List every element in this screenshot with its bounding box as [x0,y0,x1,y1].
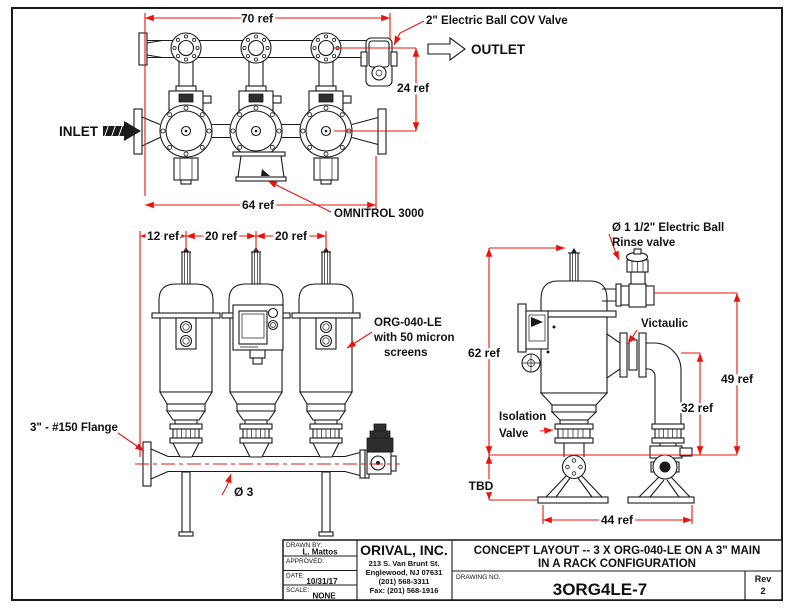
company-name: ORIVAL, INC. [360,542,448,558]
dim-64-ref: 64 ref [242,198,275,212]
scale-value: NONE [312,592,336,601]
isolation-valve-label-2: Valve [499,428,528,440]
omnitrol-front [232,304,284,365]
dim-49-ref: 49 ref [721,372,754,386]
dim-12-ref: 12 ref [147,229,180,243]
dim-20-ref-b: 20 ref [275,229,308,243]
cov-valve [360,37,398,87]
manifold-end-valve [359,423,397,479]
side-view-dimensions [485,233,741,524]
filter-screen-label: with 50 micron [373,332,455,344]
outlet-label: OUTLET [471,42,526,57]
date-value: 10/31/17 [306,577,338,586]
drawing-title-2: IN A RACK CONFIGURATION [538,558,696,570]
side-view: 62 ref TBD 32 ref 49 ref 44 ref Ø 1 1/2"… [466,222,757,529]
front-view-dimensions [117,231,400,496]
gauge-panel-1 [175,317,197,350]
rinse-valve-label-2: Rinse valve [612,237,675,249]
rev-label: Rev [755,574,772,584]
omnitrol-controller [232,151,287,182]
drawn-by-value: L. Mattos [302,548,338,557]
company-fax: Fax: (201) 568-1916 [370,586,439,595]
cov-valve-label: 2" Electric Ball COV Valve [426,15,568,27]
page-border [11,7,783,601]
dim-20-ref-a: 20 ref [205,229,238,243]
approved-label: APPROVED: [286,558,324,565]
drain-legs [178,471,334,537]
dim-24-ref: 24 ref [397,81,430,95]
victaulic-label: Victaulic [641,318,689,330]
side-controller [517,303,549,373]
rinse-valve-label-1: Ø 1 1/2" Electric Ball [612,222,724,234]
inlet-arrow [103,121,141,141]
isolation-valve-label-1: Isolation [499,411,546,423]
rev-value: 2 [760,586,765,596]
drawing-no-label: DRAWING NO. [456,574,501,581]
omnitrol-label: OMNITROL 3000 [334,208,424,220]
left-stand [537,454,609,504]
top-view-dimensions [144,13,425,213]
scale-label: SCALE: [286,587,309,594]
isolation-valve-coupling [554,423,594,444]
company-phone: (201) 568-3311 [379,577,430,586]
company-address-1: 213 S. Van Brunt St. [369,559,440,568]
drain-box-1 [173,157,199,185]
company-address-2: Englewood, NJ 07631 [366,568,443,577]
dim-tbd: TBD [469,479,494,493]
dim-62-ref: 62 ref [468,346,501,360]
dim-44-ref: 44 ref [601,513,634,527]
right-stand [627,476,695,504]
filter-model-label: ORG-040-LE [374,317,442,329]
pipe-diameter-label: Ø 3 [234,485,254,499]
outlet-arrow [427,36,466,62]
top-view: INLET OUTLET 70 ref 24 ref 64 ref 2" Ele… [59,9,568,220]
front-view: 12 ref 20 ref 20 ref ORG-040-LE with 50 … [30,227,455,537]
inlet-label: INLET [59,124,99,139]
date-label: DATE: [286,573,305,580]
drain-box-3 [313,157,339,185]
dim-70-ref: 70 ref [241,12,274,26]
title-block: DRAWN BY: L. Mattos APPROVED: DATE: 10/3… [282,539,783,601]
filter-screen-label-2: screens [384,347,427,359]
drawn-by-label: DRAWN BY: [286,542,322,549]
dim-32-ref: 32 ref [681,401,714,415]
gauge-panel-3 [315,317,337,350]
flange-label: 3" - #150 Flange [30,422,118,434]
drawing-title-1: CONCEPT LAYOUT -- 3 X ORG-040-LE ON A 3"… [474,545,761,557]
drawing-no-value: 3ORG4LE-7 [553,580,647,599]
outlet-elbow [606,332,693,480]
rinse-valve [602,248,655,308]
